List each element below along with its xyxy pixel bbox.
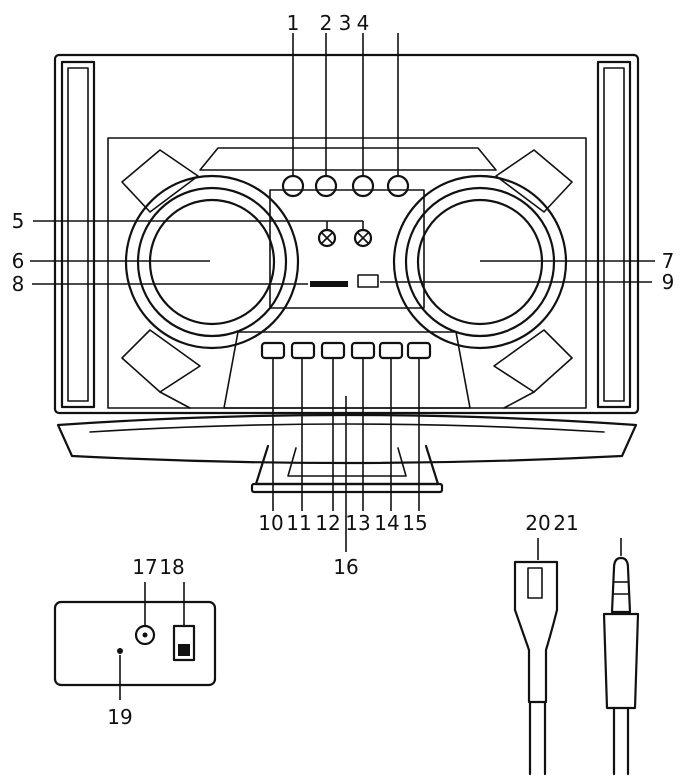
button-12[interactable]	[320, 341, 346, 360]
mic-jack-left[interactable]	[317, 228, 337, 248]
callout-5: 5	[12, 209, 25, 233]
callout-8: 8	[12, 272, 25, 296]
knob-4[interactable]	[386, 174, 410, 198]
callout-labels: 1 2 3 4 5 6 7 8 9 10 11 12 13 14 15 16 1…	[12, 11, 675, 729]
callout-9: 9	[662, 270, 675, 294]
callout-12: 12	[315, 511, 340, 535]
callout-1: 1	[287, 11, 300, 35]
button-14[interactable]	[378, 341, 404, 360]
callout-10: 10	[258, 511, 283, 535]
button-10[interactable]	[260, 341, 286, 360]
indicator-hole	[117, 648, 123, 654]
left-woofer	[124, 174, 300, 350]
power-cable	[513, 538, 559, 776]
speaker-base	[56, 413, 638, 494]
button-13[interactable]	[350, 341, 376, 360]
callout-7: 7	[662, 249, 675, 273]
knob-3[interactable]	[351, 174, 375, 198]
knob-2[interactable]	[314, 174, 338, 198]
callout-19: 19	[107, 705, 132, 729]
callout-3: 3	[339, 11, 352, 35]
callout-6: 6	[12, 249, 25, 273]
callout-18: 18	[159, 555, 184, 579]
callout-4: 4	[357, 11, 370, 35]
mic-jacks	[317, 228, 373, 248]
callout-16: 16	[333, 555, 358, 579]
callout-13: 13	[345, 511, 370, 535]
right-woofer	[392, 174, 568, 350]
top-knobs	[281, 174, 410, 198]
mic-jack-right[interactable]	[353, 228, 373, 248]
function-buttons	[260, 341, 432, 360]
knob-1[interactable]	[281, 174, 305, 198]
callout-15: 15	[402, 511, 427, 535]
callout-21: 21	[553, 511, 578, 535]
button-15[interactable]	[406, 341, 432, 360]
button-11[interactable]	[290, 341, 316, 360]
usb-port[interactable]	[357, 274, 379, 288]
card-slot[interactable]	[310, 281, 348, 287]
callout-20: 20	[525, 511, 550, 535]
callout-14: 14	[374, 511, 399, 535]
callout-11: 11	[286, 511, 311, 535]
aux-cable	[602, 538, 640, 776]
callout-17: 17	[132, 555, 157, 579]
callout-2: 2	[320, 11, 333, 35]
leader-lines	[30, 33, 655, 552]
rear-panel	[53, 582, 217, 700]
